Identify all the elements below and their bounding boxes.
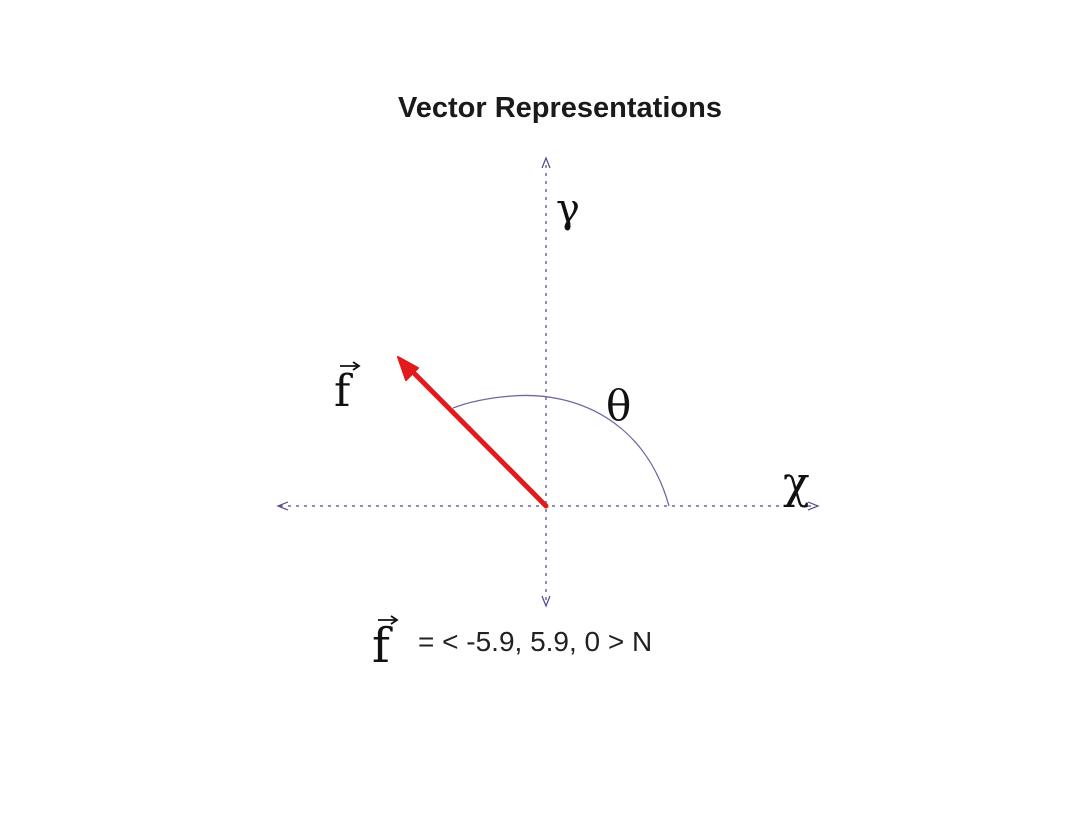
vector-shaft	[400, 359, 549, 509]
vector-arrowhead	[397, 356, 419, 381]
x-axis-right-arrow	[807, 501, 820, 511]
y-axis-top-arrow	[541, 156, 551, 169]
y-axis-bottom-arrow	[541, 595, 551, 608]
vector-components: = < -5.9, 5.9, 0 > N	[418, 626, 653, 657]
x-axis-label: χ	[783, 458, 810, 509]
angle-arc	[452, 394, 670, 507]
vector-label: f	[334, 366, 353, 417]
component-vector-arrow-icon	[378, 615, 399, 625]
diagram-title: Vector Representations	[398, 92, 722, 124]
angle-label: θ	[606, 381, 631, 430]
vector-label-arrow-icon	[340, 361, 361, 371]
component-vector-symbol: f	[372, 618, 393, 674]
y-axis-label: γ	[556, 186, 580, 232]
x-axis-left-arrow	[276, 501, 289, 511]
